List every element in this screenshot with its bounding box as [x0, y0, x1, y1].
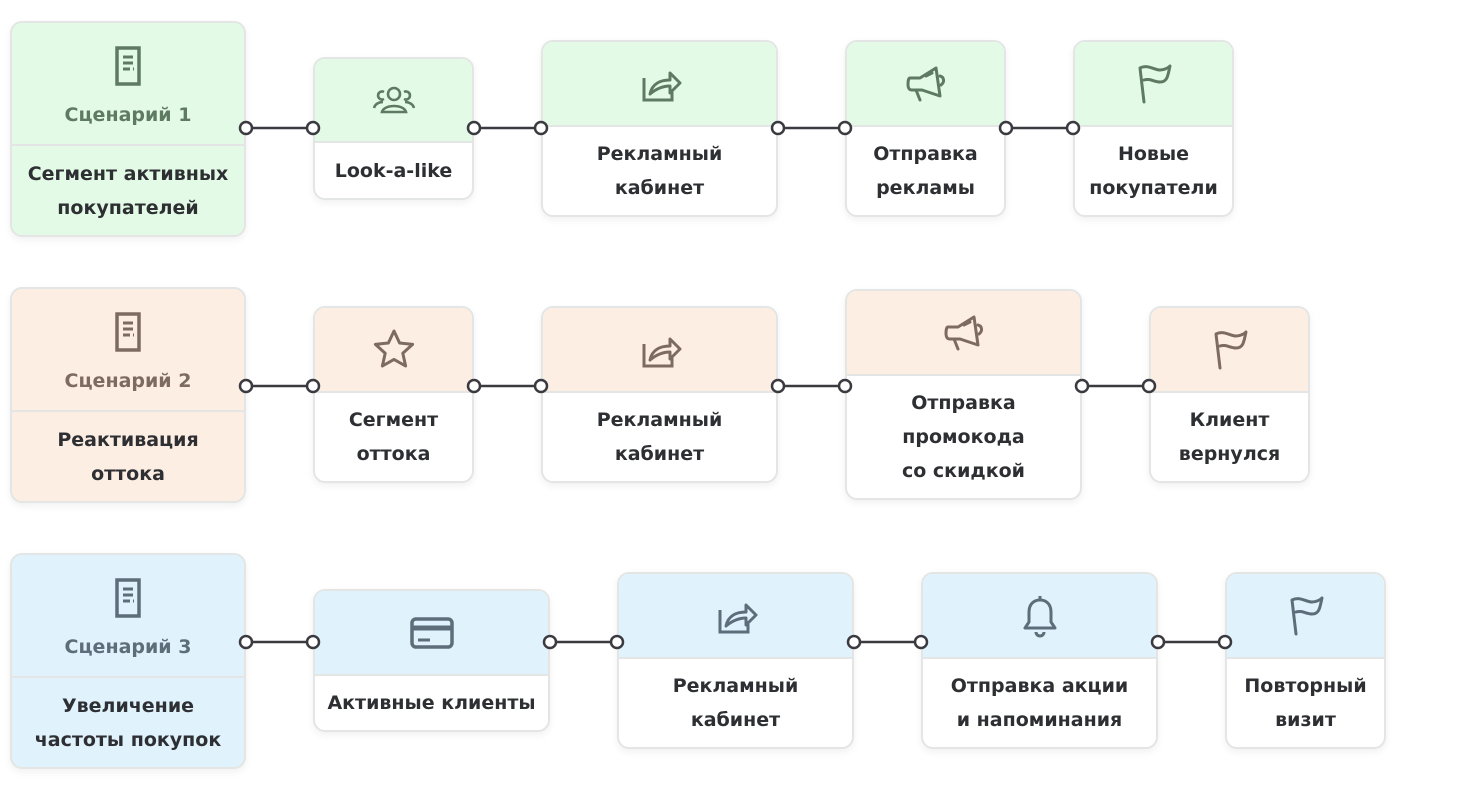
step-label: Рекламный кабинет	[596, 143, 723, 199]
step-header	[1151, 308, 1308, 393]
star-icon	[373, 329, 414, 367]
scenario-label: Сценарий 1	[64, 103, 192, 126]
step-header	[315, 591, 548, 676]
scenario-label: Сценарий 2	[64, 369, 192, 392]
share-icon	[642, 71, 681, 101]
step-label: Отправка промокода со скидкой	[901, 392, 1025, 482]
scenario-title: Увеличение частоты покупок	[34, 694, 222, 751]
users-icon	[372, 86, 415, 114]
bell-icon	[1023, 595, 1056, 637]
step-header	[543, 42, 776, 127]
scenario-card-2[interactable]: Сценарий 2 Реактивация оттока	[10, 287, 246, 503]
step-header	[923, 574, 1156, 659]
scenario-title: Реактивация оттока	[57, 428, 199, 485]
scenario-header: Сценарий 3	[12, 555, 244, 678]
step-label: Look-a-like	[334, 159, 453, 182]
scenario-header: Сценарий 2	[12, 289, 244, 412]
document-icon	[115, 45, 141, 86]
share-icon	[718, 603, 757, 633]
step-node[interactable]: Клиент вернулся	[1149, 306, 1310, 483]
step-node[interactable]: Отправка акции и напоминания	[921, 572, 1158, 749]
step-header	[847, 291, 1080, 376]
megaphone-icon	[944, 315, 983, 350]
step-header	[1075, 42, 1232, 127]
document-icon	[115, 311, 141, 352]
flag-icon	[1214, 330, 1247, 369]
step-node[interactable]: Сегмент оттока	[313, 306, 474, 483]
step-label: Клиент вернулся	[1178, 409, 1281, 465]
share-icon	[642, 337, 681, 367]
step-label: Новые покупатели	[1089, 143, 1218, 199]
step-label: Сегмент оттока	[348, 409, 439, 465]
flag-icon	[1138, 64, 1171, 103]
step-node[interactable]: Новые покупатели	[1073, 40, 1234, 217]
step-label: Рекламный кабинет	[596, 409, 723, 465]
step-node[interactable]: Look-a-like	[313, 57, 474, 200]
scenario-label: Сценарий 3	[64, 635, 192, 658]
step-header	[315, 308, 472, 393]
scenario-card-3[interactable]: Сценарий 3 Увеличение частоты покупок	[10, 553, 246, 769]
scenario-title: Сегмент активных покупателей	[27, 162, 229, 219]
document-icon	[115, 577, 141, 618]
step-node[interactable]: Отправка рекламы	[845, 40, 1006, 217]
step-label: Активные клиенты	[327, 692, 536, 714]
step-label: Отправка рекламы	[873, 143, 978, 199]
scenario-card-1[interactable]: Сценарий 1 Сегмент активных покупателей	[10, 21, 246, 237]
step-node[interactable]: Активные клиенты	[313, 589, 550, 732]
step-node[interactable]: Рекламный кабинет	[541, 40, 778, 217]
scenario-header: Сценарий 1	[12, 23, 244, 146]
step-header	[315, 59, 472, 143]
megaphone-icon	[906, 66, 945, 101]
step-label: Повторный визит	[1244, 675, 1367, 731]
step-header	[543, 308, 776, 393]
step-label: Рекламный кабинет	[672, 675, 799, 731]
step-node[interactable]: Отправка промокода со скидкой	[845, 289, 1082, 500]
flag-icon	[1290, 596, 1323, 635]
step-header	[1227, 574, 1384, 659]
step-label: Отправка акции и напоминания	[950, 675, 1129, 731]
step-node[interactable]: Повторный визит	[1225, 572, 1386, 749]
credit-card-icon	[409, 616, 454, 649]
step-header	[619, 574, 852, 659]
step-node[interactable]: Рекламный кабинет	[617, 572, 854, 749]
step-node[interactable]: Рекламный кабинет	[541, 306, 778, 483]
step-header	[847, 42, 1004, 127]
